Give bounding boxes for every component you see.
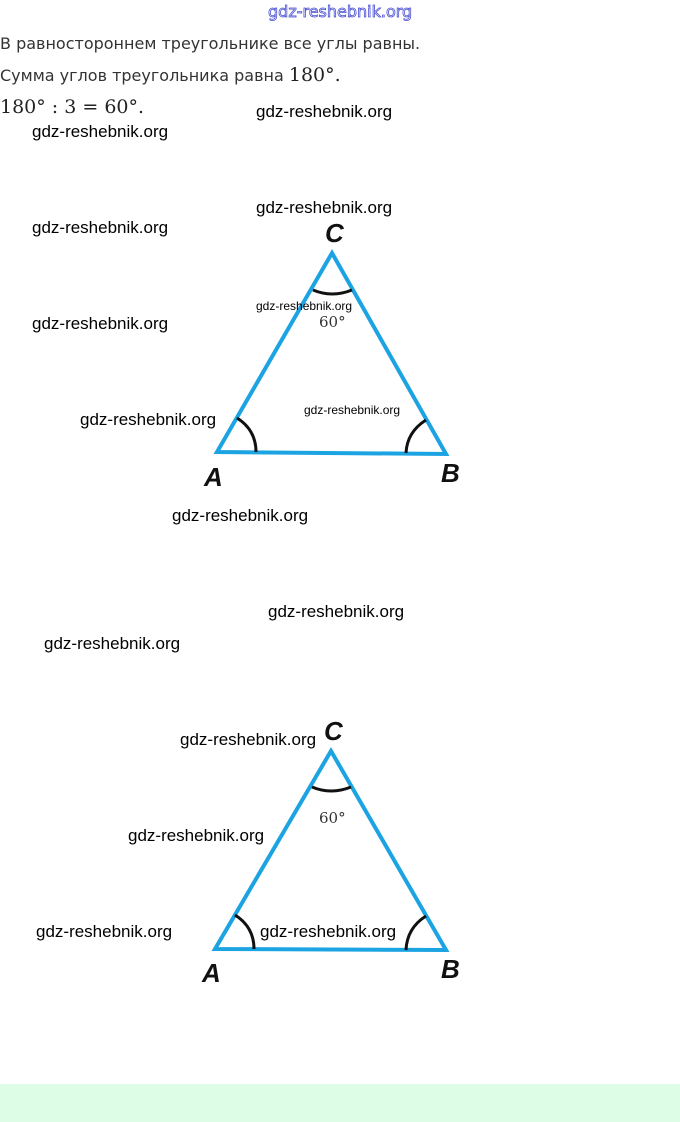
watermark: gdz-reshebnik.org xyxy=(180,730,317,749)
angle-arc-a xyxy=(234,913,256,950)
watermark: gdz-reshebnik.org xyxy=(172,506,309,525)
watermark: gdz-reshebnik.org xyxy=(32,122,169,141)
angle-arc-c xyxy=(311,785,352,793)
vertex-label-b: B xyxy=(441,458,460,488)
vertex-label-a: A xyxy=(201,958,221,988)
angle-arc-b xyxy=(404,418,427,454)
statement-line-2: Сумма углов треугольника равна 180°. xyxy=(0,64,341,86)
watermark: gdz-reshebnik.org xyxy=(128,826,265,845)
triangle-figure-1: C A B 60° xyxy=(203,218,460,492)
vertex-label-b: B xyxy=(441,954,460,984)
angle-arc-c xyxy=(312,288,353,296)
watermark: gdz-reshebnik.org xyxy=(44,634,181,653)
watermark: gdz-reshebnik.org xyxy=(36,922,173,941)
watermark: gdz-reshebnik.org xyxy=(256,198,393,217)
watermark: gdz-reshebnik.org xyxy=(80,410,217,429)
watermark: gdz-reshebnik.org xyxy=(256,299,353,313)
top-watermark[interactable]: gdz-reshebnik.org xyxy=(268,2,413,22)
triangle-figure-2: C A B 60° xyxy=(201,716,460,988)
sum-value: 180°. xyxy=(288,64,341,86)
vertex-label-a: A xyxy=(203,462,223,492)
triangle-1 xyxy=(213,248,450,457)
watermark: gdz-reshebnik.org xyxy=(260,922,397,941)
statement-text: Сумма углов треугольника равна xyxy=(0,66,289,85)
watermark: gdz-reshebnik.org xyxy=(256,102,393,121)
watermark: gdz-reshebnik.org xyxy=(268,602,405,621)
vertex-label-c: C xyxy=(325,218,345,248)
footer-band xyxy=(0,1084,680,1122)
statement-line-1: В равностороннем треугольнике все углы р… xyxy=(0,34,421,53)
calculation-line: 180° : 3 = 60°. xyxy=(0,96,145,118)
angle-label: 60° xyxy=(319,313,346,331)
angle-arc-a xyxy=(236,416,258,453)
vertex-label-c: C xyxy=(324,716,344,746)
watermark: gdz-reshebnik.org xyxy=(32,218,169,237)
triangle-2 xyxy=(211,747,450,953)
angle-arc-b xyxy=(404,914,427,951)
watermark: gdz-reshebnik.org xyxy=(32,314,169,333)
watermark: gdz-reshebnik.org xyxy=(304,403,401,417)
angle-label: 60° xyxy=(319,809,346,827)
